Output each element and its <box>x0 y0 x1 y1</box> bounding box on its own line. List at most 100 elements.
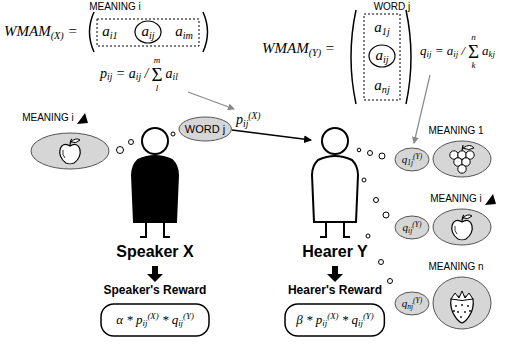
label-holder: a1j <box>374 19 389 37</box>
sum-sign: Σ <box>468 42 479 61</box>
bubble-outline <box>31 133 109 169</box>
subscript: i1 <box>110 30 118 41</box>
subscript: ij <box>243 119 248 129</box>
superscript: (Y) <box>363 311 374 321</box>
label-holder: anj <box>374 77 389 95</box>
sum-sign: Σ <box>151 65 162 84</box>
heading-holder: MEANING i <box>22 112 74 123</box>
heading-holder: MEANING n <box>429 261 484 272</box>
subscript: ij <box>107 72 112 82</box>
fruit-picture <box>455 305 457 307</box>
subscript: (X) <box>51 30 64 41</box>
reward-box: Hearer's Rewardβ * pij(X) * qij(Y) <box>284 303 385 337</box>
matrix-heading: WORD j <box>374 1 411 12</box>
subscript: (Y) <box>309 47 321 58</box>
thought-dot <box>117 132 393 284</box>
dotted-selection <box>364 14 400 100</box>
dotted-selection <box>97 19 199 46</box>
superscript: (Y) <box>412 220 421 229</box>
thought-dot <box>379 153 385 159</box>
fruit-picture <box>63 150 65 158</box>
pointer-mark <box>77 113 496 205</box>
fruit-picture <box>457 311 459 313</box>
subscript: ij <box>453 49 458 59</box>
node-heading: Hearer's Reward <box>288 283 382 297</box>
thought-bubble: MEANING i <box>30 132 110 170</box>
superscript: (X) <box>327 311 338 321</box>
bubble-outline <box>30 132 110 170</box>
subscript: ij <box>427 49 432 59</box>
fruit-picture <box>469 310 471 312</box>
reward-arrow <box>327 266 343 282</box>
fruit-picture <box>458 165 466 173</box>
node-text: α * pij(X) * qij(Y) <box>116 311 194 328</box>
thought-dot <box>129 140 134 145</box>
formula-text: akj <box>482 44 495 59</box>
thought-dot <box>362 178 366 182</box>
heading-holder: MEANING i <box>430 193 482 204</box>
fruit-picture <box>460 316 462 318</box>
superscript: (X) <box>147 311 158 321</box>
subscript: ij <box>178 319 183 329</box>
fruit-picture <box>467 305 469 307</box>
superscript: (Y) <box>183 311 194 321</box>
reward-box: Speaker's Rewardα * pij(X) * qij(Y) <box>100 303 210 337</box>
formula-text: pij = aij / <box>100 66 148 83</box>
thought-dot <box>388 279 393 284</box>
subscript: ij <box>136 72 141 82</box>
thought-dot <box>357 148 361 152</box>
hearer-figure <box>320 222 350 237</box>
fruit-picture <box>455 226 457 234</box>
bubble-outline <box>433 209 491 245</box>
label-holder: MEANING i <box>89 1 141 12</box>
bubble-outline <box>395 216 429 239</box>
subscript: 1j <box>382 26 390 37</box>
meaning-bubble: MEANING n <box>432 276 492 330</box>
label-holder: WMAM(Y) = <box>262 40 335 58</box>
probability-bubble: qnj(Y) <box>394 291 430 316</box>
label-holder: aim <box>175 23 193 41</box>
agent-name: Hearer Y <box>302 243 368 261</box>
leader-line <box>414 75 430 143</box>
subscript: ij <box>358 319 363 329</box>
superscript: (X) <box>248 111 260 121</box>
node-text: q1j(Y) <box>402 152 422 167</box>
sum-limit: k <box>472 61 476 70</box>
hearer-figure <box>322 128 348 154</box>
bubble-outline <box>179 117 231 141</box>
reward-outline <box>285 304 384 336</box>
subscript: nj <box>407 301 413 310</box>
matrix-heading: MEANING i <box>89 1 141 12</box>
node-text: β * pij(X) * qij(Y) <box>296 311 373 328</box>
fruit-picture <box>451 291 473 301</box>
pointer-mark <box>77 113 88 124</box>
bubble-outline <box>432 276 492 330</box>
label-holder: WORD j <box>374 1 411 12</box>
bubble-outline <box>432 208 492 246</box>
sum-stack: mΣl <box>151 56 162 93</box>
speaker-figure <box>132 156 178 222</box>
thought-dot <box>379 260 384 265</box>
fruit-picture <box>60 144 80 163</box>
thought-dot <box>171 132 175 136</box>
node-text: qij(Y) <box>403 220 422 235</box>
fruit-picture <box>453 310 455 312</box>
speaker-figure <box>132 128 178 237</box>
heading-holder: Hearer's Reward <box>288 283 382 297</box>
fruit-picture <box>71 139 80 143</box>
node-text: WORD j <box>185 123 225 135</box>
bubble-outline <box>433 141 491 177</box>
matrix-element: anj <box>374 77 389 95</box>
label-holder: WMAM(X) = <box>4 23 78 41</box>
matrix-bracket <box>203 12 208 52</box>
sum-stack: nΣk <box>468 33 479 70</box>
element-circle <box>135 21 161 43</box>
node-text: qnj(Y) <box>402 296 422 311</box>
pointer-mark <box>485 194 496 205</box>
heading-holder: MEANING 1 <box>429 125 484 136</box>
node-heading: MEANING n <box>429 261 484 272</box>
thought-dot <box>366 234 370 238</box>
label-holder: Hearer Y <box>302 243 368 261</box>
matrix-name: WMAM(X) = <box>4 23 78 41</box>
